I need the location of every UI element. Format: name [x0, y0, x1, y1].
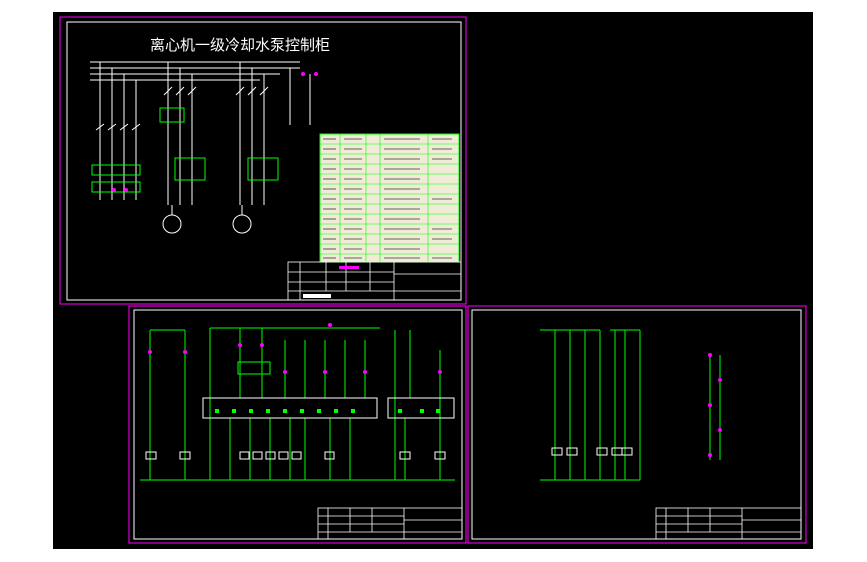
- sheet-3-wiring: [540, 329, 721, 481]
- sheet-2-title-block: [317, 507, 463, 540]
- sheet-3-title-block: [655, 507, 802, 540]
- sheet-1-breakers: [95, 86, 269, 131]
- sheet-1-title-block-text: [303, 294, 331, 298]
- sheet-1-power-busbars: [90, 61, 300, 81]
- sheet-inner-frames: [66, 21, 802, 540]
- sheet-3-lamps: [551, 447, 633, 456]
- sheet-2-relay-coils: [145, 361, 446, 460]
- sheet-2-plc-pins: [215, 409, 440, 413]
- sheet-3-inner-frame: [471, 309, 802, 540]
- sheet-frames: [59, 16, 807, 544]
- sheet-1-outer-frame: [59, 16, 467, 305]
- sheet-2-inner-frame: [133, 309, 463, 540]
- drawing-title: 离心机一级冷却水泵控制柜: [150, 36, 331, 54]
- sheet-2-outer-frame: [128, 305, 467, 544]
- sheet-1-equipment-table: [319, 133, 460, 263]
- sheet-3-contact-marks: [708, 353, 722, 457]
- sheet-1-terminals: [112, 72, 318, 192]
- sheet-1-contactors: [91, 107, 279, 193]
- sheet-1-feeder-lines: [99, 62, 311, 205]
- sheet-1-title-block-mark: [339, 266, 359, 269]
- sheet-2-plc-modules: [202, 397, 455, 419]
- sheet-2-control-wiring: [140, 327, 455, 481]
- plc-expansion-module: [387, 397, 455, 419]
- sheet-1-inner-frame: [66, 21, 462, 301]
- plc-main-module: [202, 397, 378, 419]
- sheet-2-contact-marks: [148, 323, 442, 374]
- sheet-1-motors: [162, 205, 252, 234]
- sheet-3-outer-frame: [467, 305, 807, 544]
- sheet-1-title-block: [287, 261, 462, 301]
